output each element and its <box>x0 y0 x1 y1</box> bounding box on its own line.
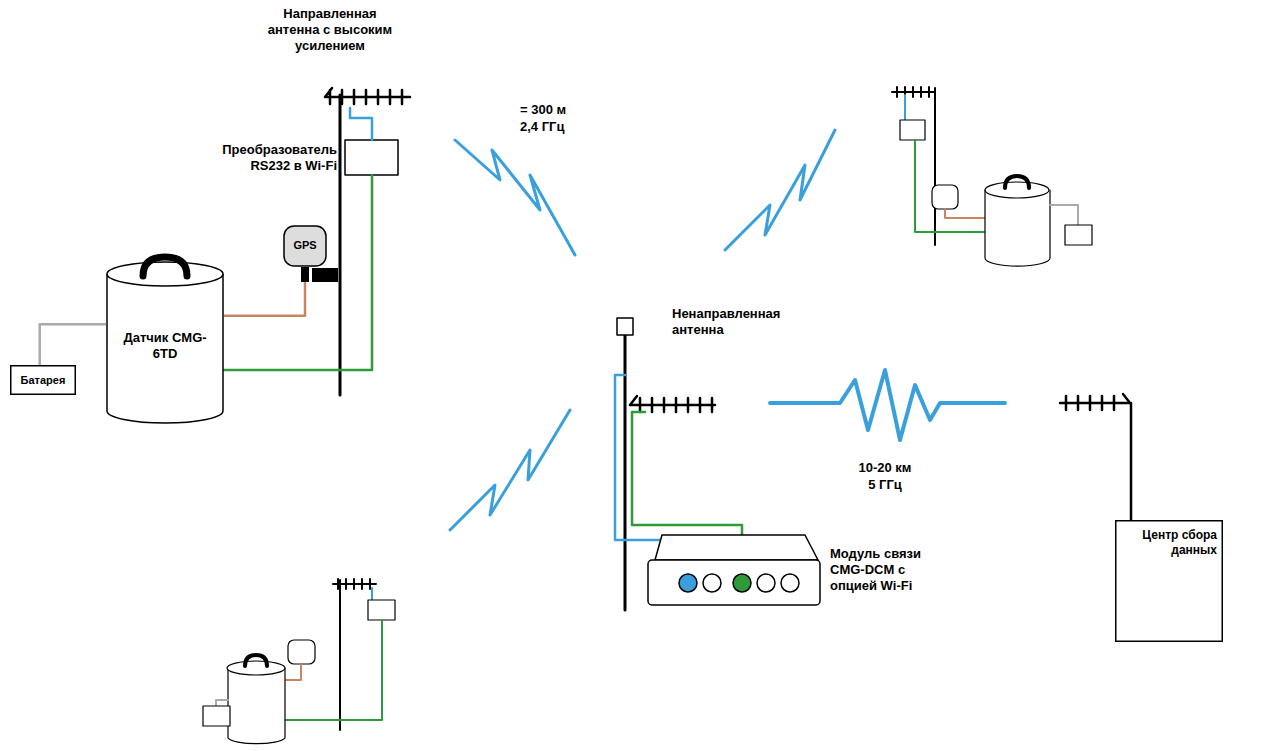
battery-box: Батарея <box>10 365 76 395</box>
node-text: Датчик CMG-6TD <box>112 330 218 362</box>
node-text: GPS <box>283 238 327 252</box>
power-cable <box>40 324 106 365</box>
converter-label: Преобразователь RS232 в Wi-Fi <box>212 142 337 174</box>
antenna-label: Направленная антенна с высоким усилением <box>260 6 400 54</box>
gps-receiver: GPS <box>283 225 327 267</box>
gps-mount <box>301 267 309 282</box>
frequency-label: 5 ГГц <box>840 477 930 493</box>
distance-label: 10-20 км <box>840 460 930 476</box>
gps-cable <box>224 282 305 316</box>
data-center-box: Центр сбора данных <box>1115 520 1223 642</box>
module-label: Модуль связи CMG-DCM с опцией Wi-Fi <box>830 546 942 594</box>
distance-label: = 300 м <box>520 102 600 118</box>
node-text: Центр сбора данных <box>1121 528 1217 558</box>
sensor-cylinder: Датчик CMG-6TD <box>106 252 224 424</box>
antenna-label: Ненаправленная антенна <box>672 306 802 338</box>
node-text: Батарея <box>12 373 74 387</box>
frequency-label: 2,4 ГГц <box>520 119 600 135</box>
